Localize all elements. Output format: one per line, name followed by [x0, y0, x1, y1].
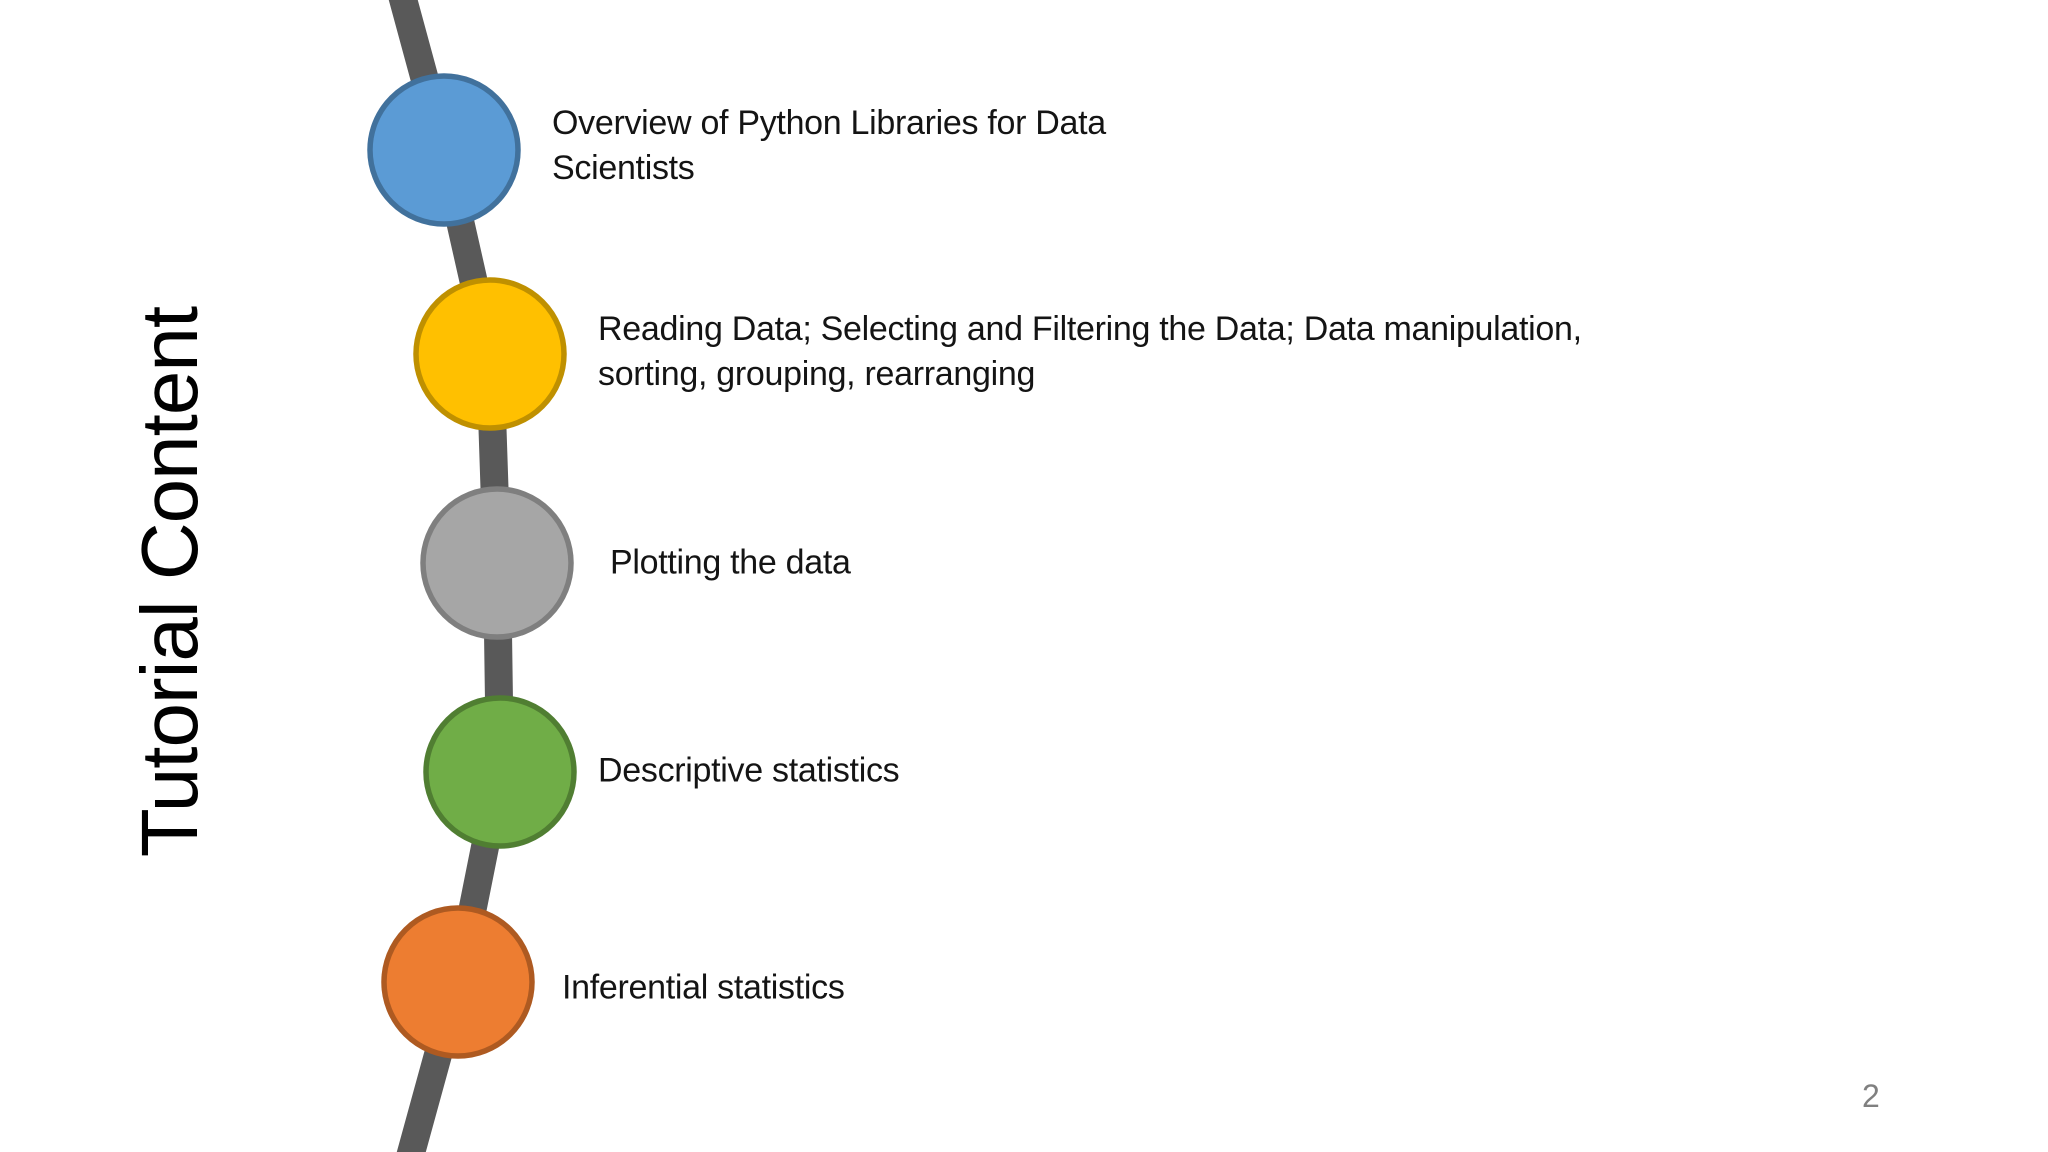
timeline-item-label-reading-data: Reading Data; Selecting and Filtering th… — [598, 310, 1582, 393]
timeline-item-label-inferential-statistics: Inferential statistics — [562, 968, 845, 1007]
node-circle-python-libraries — [367, 73, 521, 227]
node-circle-inferential-statistics — [381, 905, 535, 1059]
timeline-item-label-descriptive-statistics: Descriptive statistics — [598, 751, 900, 790]
node-circle-reading-data — [413, 277, 567, 431]
page-number: 2 — [1862, 1078, 1880, 1114]
timeline-item-label-python-libraries: Overview of Python Libraries for Data Sc… — [552, 104, 1106, 187]
node-circle-descriptive-statistics — [423, 695, 577, 849]
timeline-item-label-plotting-data: Plotting the data — [610, 543, 851, 582]
node-circle-plotting-data — [420, 486, 574, 640]
